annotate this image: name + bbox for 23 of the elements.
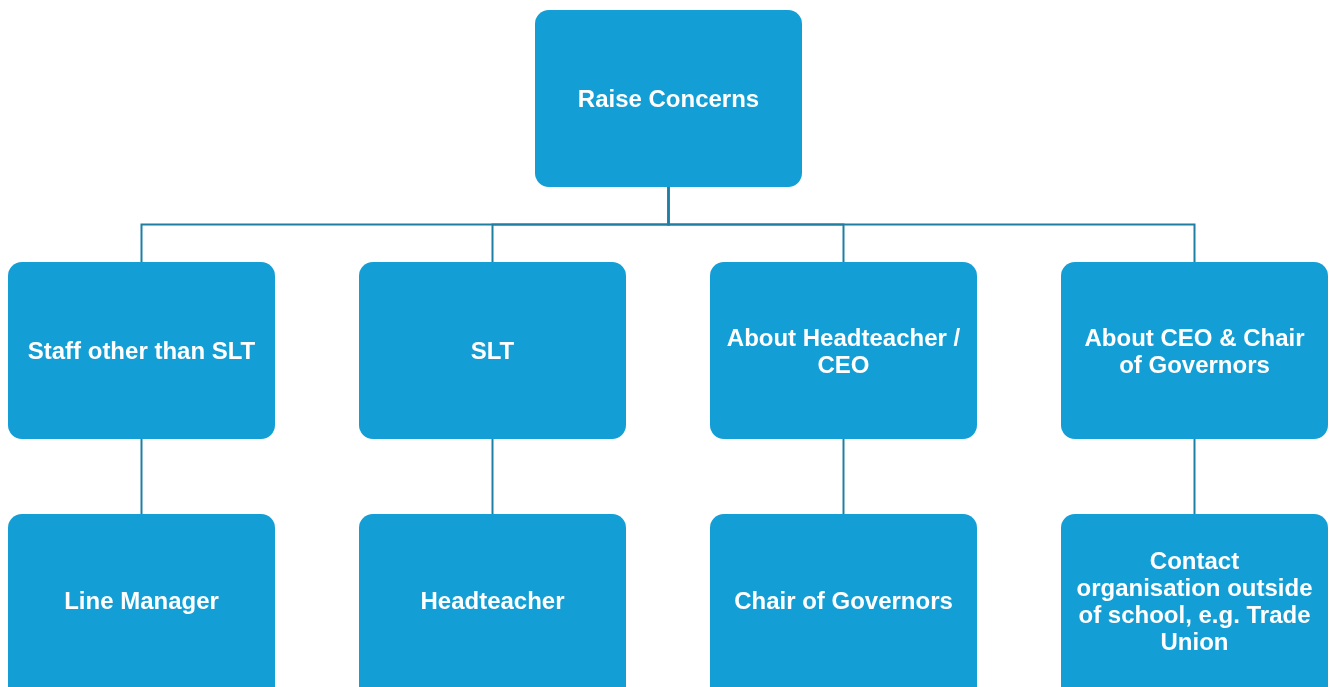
process-box [359, 262, 626, 439]
process-box [710, 262, 977, 439]
box-label: Staff other than SLT [27, 337, 256, 364]
box-label: SLT [470, 337, 515, 364]
process-box [710, 514, 977, 687]
box-label: About CEO & Chair of Governors [1083, 323, 1306, 378]
box-label: Headteacher [420, 587, 565, 614]
box-label: Chair of Governors [734, 587, 953, 614]
connector-line [491, 438, 494, 515]
process-box [1061, 514, 1328, 687]
process-box [535, 10, 802, 187]
box-label: Contact organisation outside of school, e.g. Trade Union [1075, 546, 1314, 655]
connector-line [842, 438, 845, 515]
process-box [1061, 262, 1328, 439]
box-label: Raise Concerns [577, 85, 760, 112]
process-box [8, 514, 275, 687]
process-box [359, 514, 626, 687]
connector-line [140, 438, 143, 515]
connector-line [667, 186, 1196, 263]
box-label: Line Manager [64, 587, 219, 614]
process-box [8, 262, 275, 439]
box-label: About Headteacher / CEO [725, 323, 962, 378]
connector-line [1193, 438, 1196, 515]
